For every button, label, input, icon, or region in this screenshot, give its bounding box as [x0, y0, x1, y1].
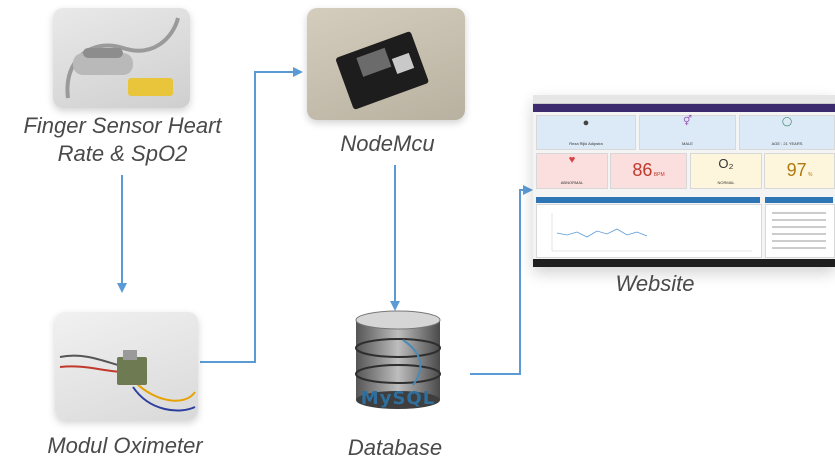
oximeter-label: Modul Oximeter	[47, 433, 203, 458]
os-taskbar	[533, 259, 835, 267]
spo2-unit: %	[807, 172, 813, 178]
browser-chrome	[533, 95, 835, 104]
o2-status: NORMAL	[717, 180, 735, 185]
gender-icon: ⚥	[682, 116, 693, 127]
nodemcu-label: NodeMcu	[340, 131, 435, 156]
chart-panel-header	[536, 197, 760, 203]
bpm-value: 86	[632, 160, 653, 180]
spo2-value: 97	[786, 160, 807, 180]
history-list	[772, 212, 826, 249]
gender-card: ⚥ MALE	[639, 115, 736, 150]
user-avatar-icon: ●	[582, 117, 590, 129]
arrow-database-to-website	[470, 185, 533, 375]
site-navbar	[533, 104, 835, 112]
arrow-oximeter-to-nodemcu	[200, 67, 303, 363]
user-name: Reza Rijki Adipstra	[569, 141, 603, 146]
age-icon: ◯	[781, 116, 793, 126]
bpm-card: 86 BPM	[610, 153, 687, 189]
gender-value: MALE	[682, 141, 693, 146]
bpm-unit: BPM	[653, 172, 665, 178]
mysql-logo: MySQL	[360, 388, 436, 409]
database-icon: MySQL	[348, 310, 448, 420]
user-card: ● Reza Rijki Adipstra	[536, 115, 636, 150]
o2-icon: O₂	[718, 156, 734, 171]
heart-status-card: ♥ ABNORMAL	[536, 153, 608, 189]
nodemcu-photo	[307, 8, 465, 120]
age-card: ◯ AGE : 21 YEARS	[739, 115, 835, 150]
heart-status: ABNORMAL	[560, 180, 584, 185]
history-panel-header	[765, 197, 833, 203]
history-panel	[765, 204, 835, 258]
spo2-card: 97 %	[764, 153, 835, 189]
heart-rate-mini-chart	[551, 213, 752, 252]
heart-icon: ♥	[568, 154, 576, 166]
website-screenshot: ● Reza Rijki Adipstra ⚥ MALE ◯ AGE : 21 …	[533, 95, 835, 267]
finger-sensor-label: Finger Sensor Heart Rate & SpO2	[23, 113, 222, 166]
age-value: AGE : 21 YEARS	[771, 141, 803, 146]
database-label: Database	[347, 435, 443, 460]
chart-panel	[536, 204, 762, 258]
finger-sensor-photo	[53, 8, 190, 108]
oximeter-photo	[55, 312, 198, 420]
website-label: Website	[615, 271, 695, 296]
o2-card: O₂ NORMAL	[690, 153, 762, 189]
